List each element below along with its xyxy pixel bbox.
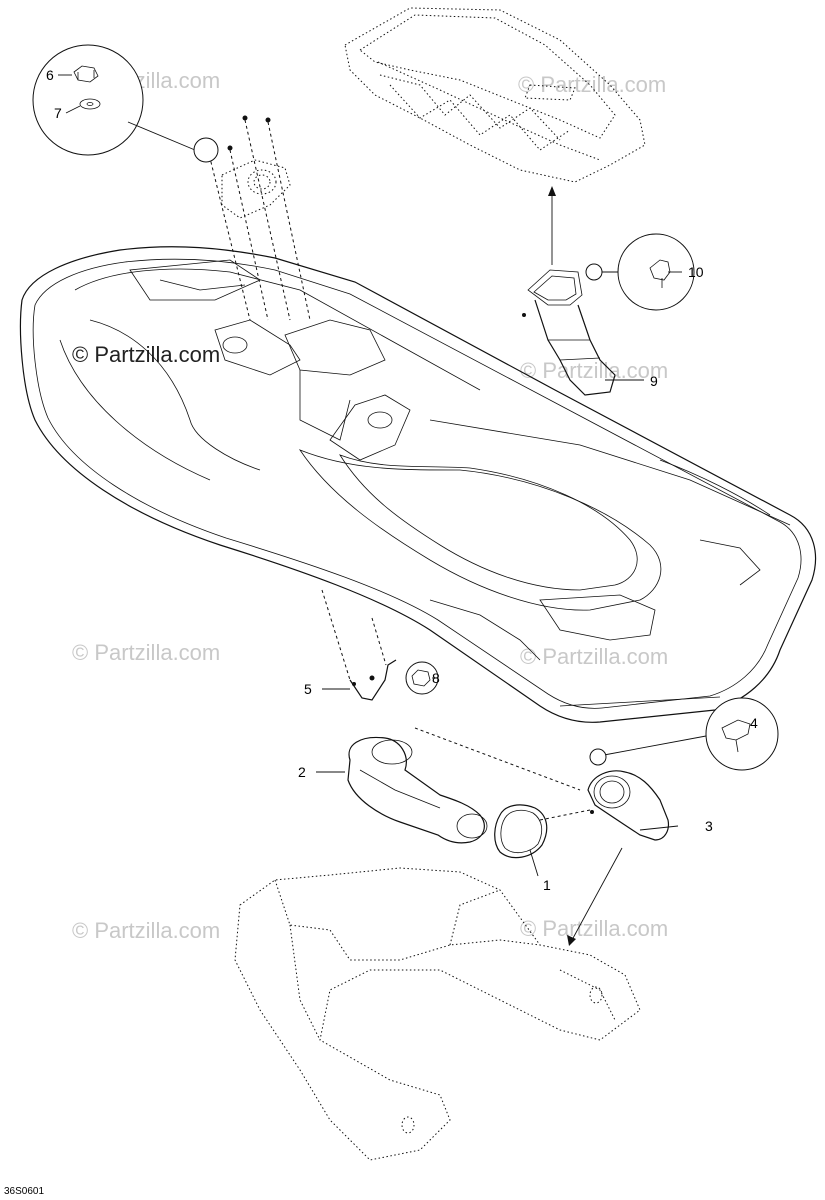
watermark: © Partzilla.com — [518, 72, 666, 97]
callout-8: 8 — [432, 670, 440, 686]
arrow-to-upper-frame — [548, 186, 556, 265]
air-duct-9 — [522, 269, 616, 396]
watermarks: © Partzilla.com © Partzilla.com © Partzi… — [72, 68, 668, 943]
air-duct-2 — [347, 736, 488, 844]
callout-5: 5 — [304, 681, 312, 697]
alignment-line — [414, 727, 591, 821]
callout-leaders — [316, 271, 682, 877]
steering-bracket — [205, 115, 311, 321]
callout-6-7-leaders — [58, 74, 81, 114]
hull-body — [19, 246, 817, 723]
watermark: © Partzilla.com — [520, 644, 668, 669]
callout-labels: 1 2 3 4 5 6 7 8 9 10 — [46, 67, 758, 893]
watermark: © Partzilla.com — [72, 918, 220, 943]
callout-7: 7 — [54, 105, 62, 121]
seal-1 — [494, 804, 548, 859]
watermark: © Partzilla.com — [520, 358, 668, 383]
upper-frame — [344, 7, 646, 183]
callout-2: 2 — [298, 764, 306, 780]
callout-1: 1 — [543, 877, 551, 893]
watermark: © Partzilla.com — [520, 916, 668, 941]
watermark: © Partzilla.com — [72, 342, 220, 367]
air-duct-3 — [587, 770, 670, 841]
callout-3: 3 — [705, 818, 713, 834]
callout-6: 6 — [46, 67, 54, 83]
detail-fastener-4 — [589, 697, 779, 771]
drawing-code: 36S0601 — [4, 1186, 44, 1197]
callout-4: 4 — [750, 715, 758, 731]
callout-10: 10 — [688, 264, 704, 280]
callout-9: 9 — [650, 373, 658, 389]
bracket-5 — [321, 589, 397, 701]
detail-nut-washer — [32, 44, 219, 163]
lower-frame — [234, 867, 641, 1161]
detail-fastener-10 — [585, 233, 695, 311]
arrow-to-lower-frame — [567, 847, 623, 946]
watermark: © Partzilla.com — [72, 640, 220, 665]
